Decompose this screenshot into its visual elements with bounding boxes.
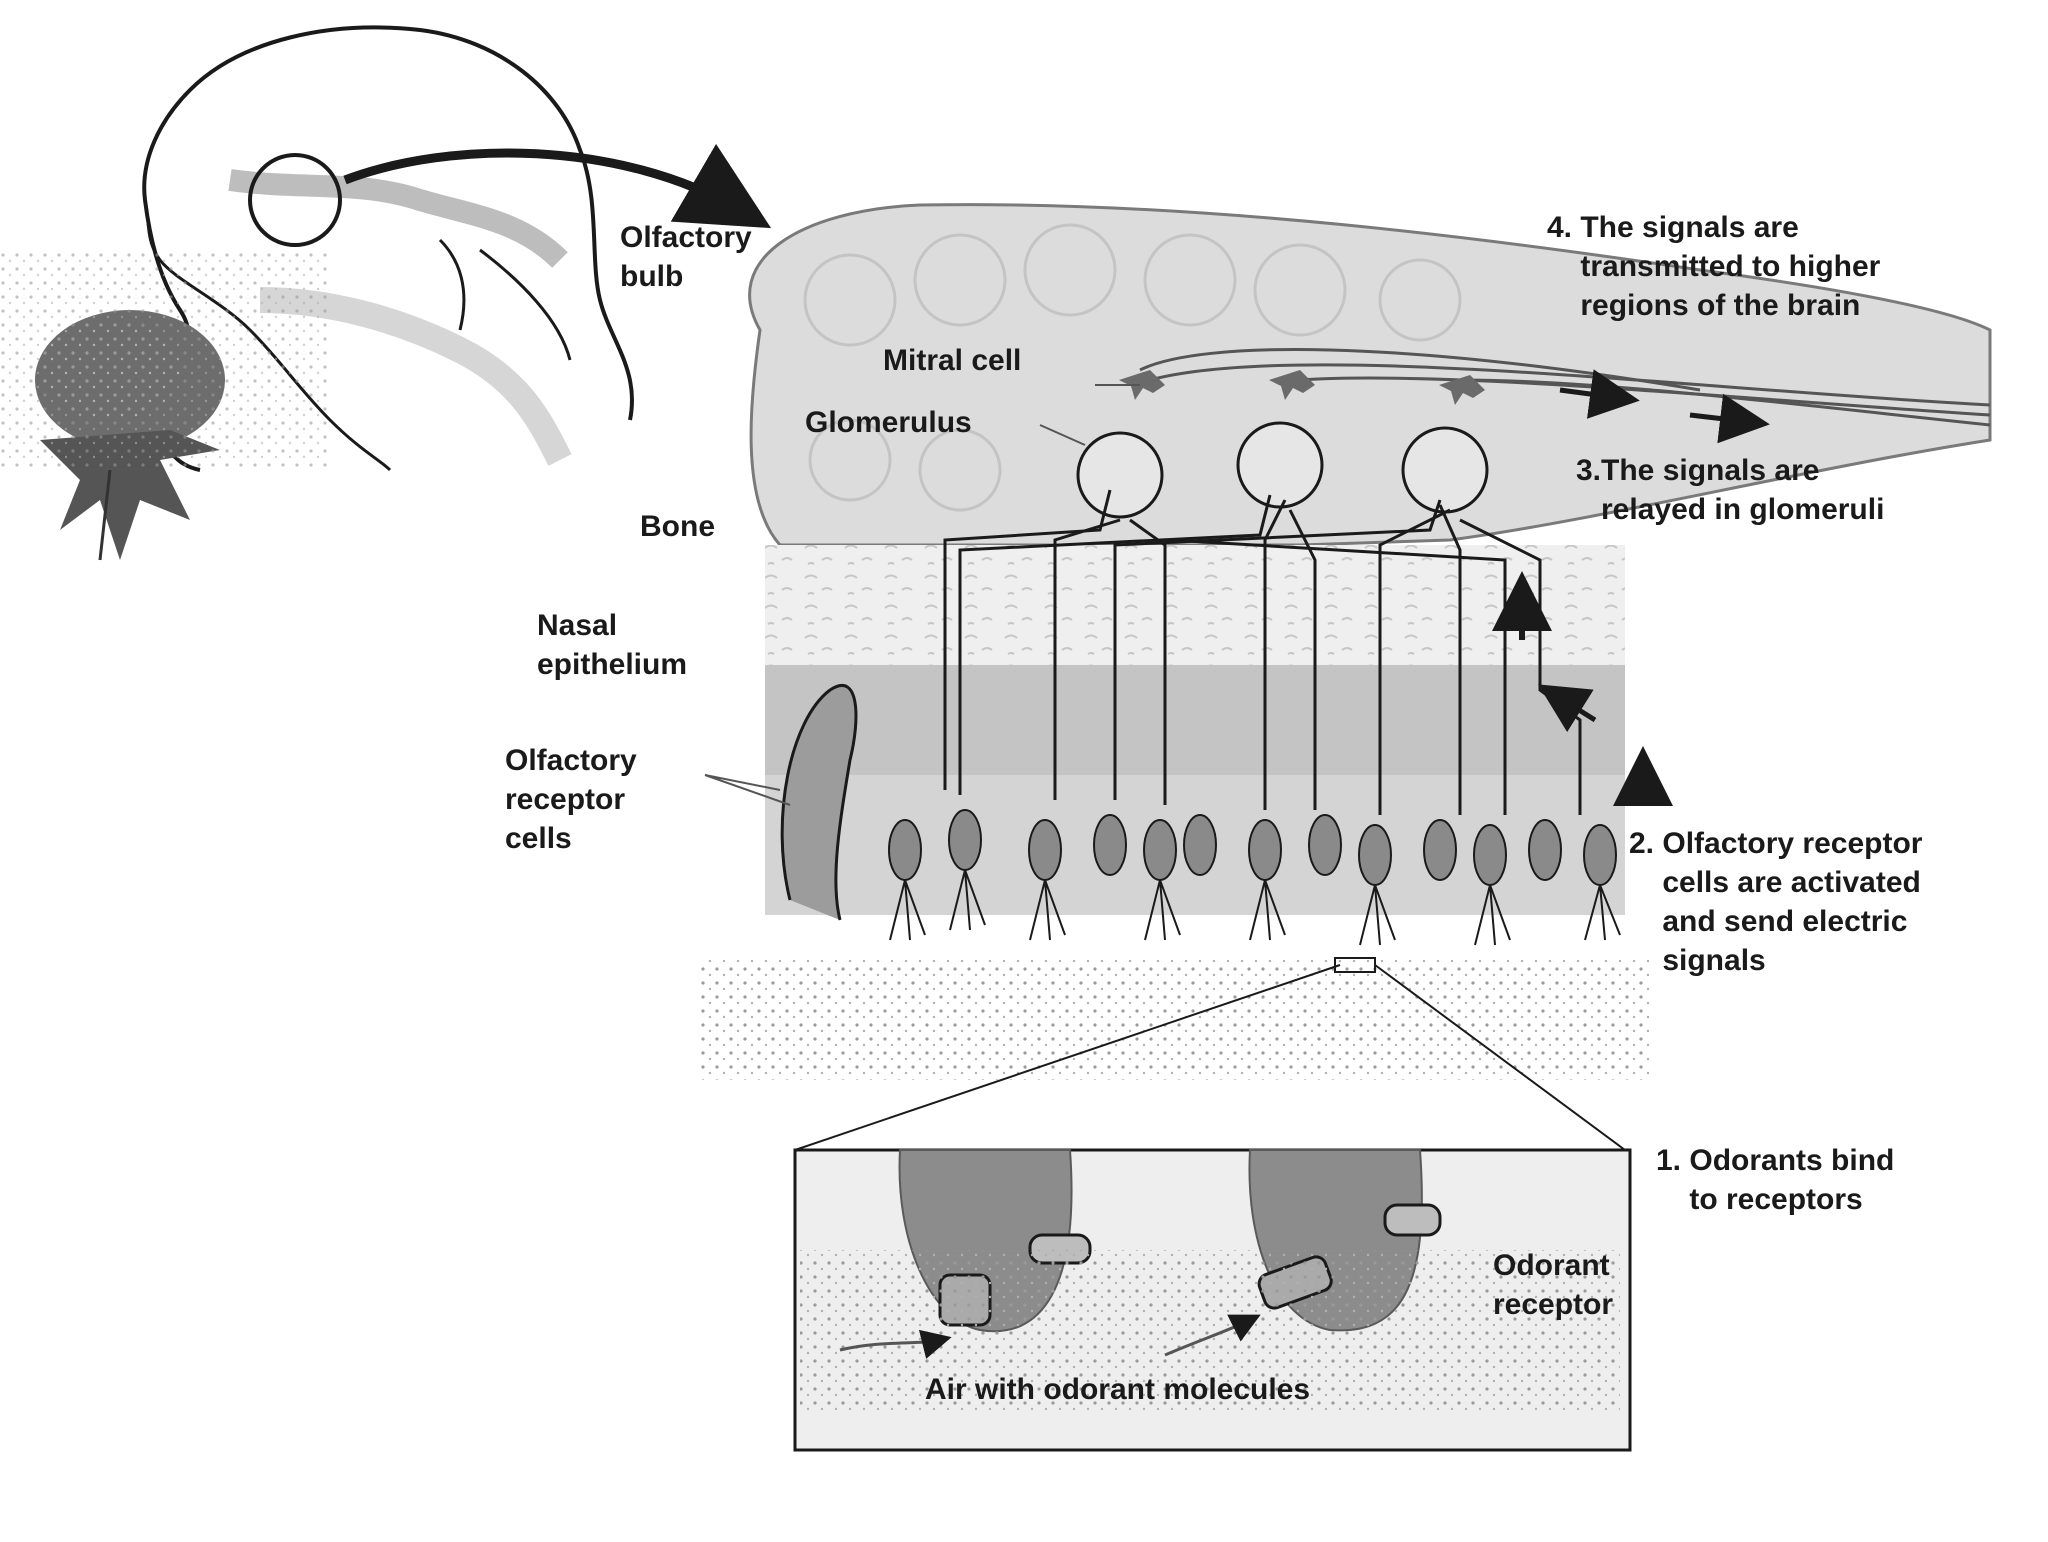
mitral-cell-1 — [1119, 370, 1165, 400]
bone-layer — [765, 545, 1625, 665]
signal-arrow-1 — [1559, 369, 1640, 419]
zoom-source-box — [1334, 957, 1376, 973]
receptor-cell-10 — [1423, 819, 1457, 881]
step-2-label: 2. Olfactory receptor cells are activate… — [1629, 827, 1923, 977]
odor-scatter-left — [0, 250, 330, 470]
mitral-cell-label: Mitral cell — [883, 344, 1022, 377]
receptor-cell-6 — [1183, 814, 1217, 876]
nasal-epithelium-label: Nasal epithelium — [537, 609, 688, 681]
side-receptor-cell — [780, 683, 858, 921]
olfactory-bulb-label: Olfactory bulb — [620, 221, 752, 293]
air-odorant-label: Air with odorant molecules — [925, 1373, 1311, 1406]
receptor-cell-8 — [1308, 814, 1342, 876]
glomerulus-2 — [1236, 421, 1324, 509]
bone-label: Bone — [640, 510, 715, 543]
zoom-arrow — [343, 143, 772, 229]
cilia — [889, 869, 1621, 946]
diag-arrow — [1538, 684, 1597, 733]
odorant-receptor-3 — [1383, 1203, 1442, 1237]
glomerulus-3 — [1401, 426, 1489, 514]
step-4-label: 4. The signals are transmitted to higher… — [1547, 211, 1881, 322]
glomerulus-1 — [1076, 431, 1164, 519]
mitral-cell-2 — [1269, 370, 1315, 400]
step-3-label: 3.The signals are relayed in glomeruli — [1576, 454, 1885, 526]
signal-arrow-2 — [1689, 393, 1770, 444]
step-1-label: 1. Odorants bind to receptors — [1656, 1144, 1895, 1216]
receptor-cell-12 — [1528, 819, 1562, 881]
glomerulus-label: Glomerulus — [805, 406, 972, 439]
receptor-label-pointer — [704, 774, 791, 806]
receptor-inset — [793, 1148, 1632, 1452]
receptor-cell-4 — [1093, 814, 1127, 876]
olfactory-bulb-shape — [748, 203, 1992, 547]
nasal-epithelium-layer — [765, 665, 1625, 775]
olfactory-receptor-cells-label: Olfactory receptor cells — [505, 744, 637, 855]
receptor-cell-11 — [1473, 824, 1507, 886]
receptor-cell-2 — [948, 809, 982, 871]
receptor-cell-5 — [1143, 819, 1177, 881]
mitral-cell-3 — [1439, 375, 1485, 405]
receptor-cell-13 — [1583, 824, 1617, 886]
receptor-cell-1 — [888, 819, 922, 881]
zoom-lines — [794, 964, 1626, 1151]
glomerulus-pointer — [1039, 424, 1086, 446]
receptor-cell-9 — [1358, 824, 1392, 886]
odorant-receptor-label: Odorant receptor — [1493, 1249, 1614, 1321]
receptor-cell-3 — [1028, 819, 1062, 881]
olfactory-bulb-magnifier-circle — [248, 153, 342, 247]
receptor-cell-7 — [1248, 819, 1282, 881]
mitral-cells — [1119, 370, 1485, 405]
